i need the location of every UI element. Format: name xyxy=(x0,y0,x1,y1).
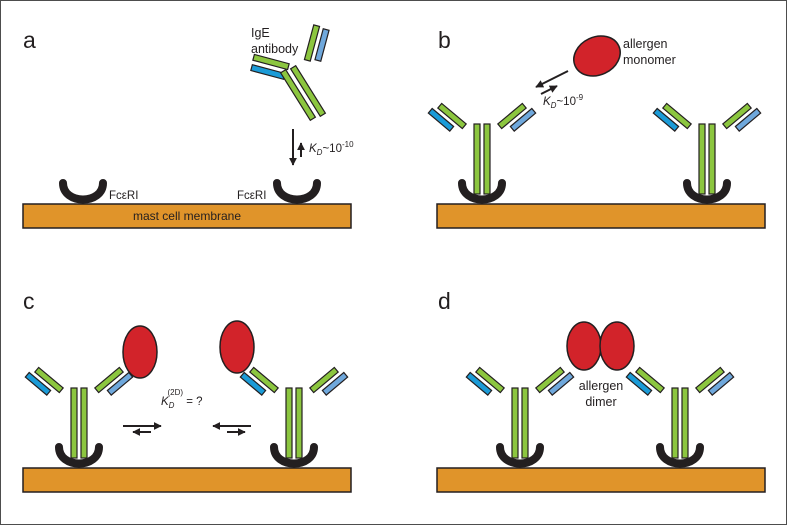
panel-c: c KD(2D) = ? xyxy=(22,288,352,493)
membrane-bar xyxy=(436,203,766,229)
heavy-chain-stem xyxy=(80,387,88,459)
heavy-chain-stem xyxy=(511,387,519,459)
membrane-bar xyxy=(22,467,352,493)
ige-fceri-complex xyxy=(239,366,349,468)
panel-d: d allergen dimer xyxy=(436,288,766,493)
heavy-chain xyxy=(303,24,321,62)
fceri-receptor xyxy=(496,443,544,468)
heavy-chain-stem xyxy=(473,123,481,195)
light-chain-arm xyxy=(106,371,134,396)
kd-c-label: KD(2D) = ? xyxy=(161,388,203,410)
allergen-label-line2: monomer xyxy=(623,53,676,67)
light-chain-arm xyxy=(509,107,537,132)
light-chain xyxy=(314,28,330,62)
heavy-chain-arm xyxy=(496,102,528,130)
allergen-monomer xyxy=(573,35,621,77)
heavy-chain-stem xyxy=(289,64,327,118)
light-chain-arm xyxy=(321,371,349,396)
heavy-chain-arm xyxy=(436,102,468,130)
heavy-chain-stem xyxy=(521,387,529,459)
allergen-monomer xyxy=(219,320,255,374)
fceri-receptor xyxy=(683,179,731,204)
ige-label-line1: IgE xyxy=(251,26,270,40)
bound-complexes xyxy=(24,102,762,468)
heavy-chain-arm xyxy=(33,366,65,394)
allergen-dimer-right xyxy=(599,321,635,371)
panel-b: b allergen monomer KD~10-9 xyxy=(436,27,766,229)
membrane-label: mast cell membrane xyxy=(133,209,241,223)
heavy-chain-stem xyxy=(285,387,293,459)
light-chain-arm xyxy=(24,371,52,396)
heavy-chain-arm xyxy=(474,366,506,394)
panel-d-letter: d xyxy=(438,288,451,314)
ige-fceri-complex xyxy=(652,102,762,204)
light-chain-arm xyxy=(734,107,762,132)
heavy-chain-arm xyxy=(694,366,726,394)
heavy-chain-arm xyxy=(308,366,340,394)
allergen-monomer xyxy=(122,325,158,379)
heavy-chain xyxy=(252,53,290,71)
heavy-chain-stem xyxy=(279,68,317,122)
ige-label-line2: antibody xyxy=(251,42,299,56)
ige-antibody-free: IgE antibody xyxy=(250,24,330,122)
light-chain-arm xyxy=(707,371,735,396)
ige-fceri-complex xyxy=(625,366,735,468)
heavy-chain-stem xyxy=(681,387,689,459)
ige-fceri-complex xyxy=(24,366,134,468)
heavy-chain-arm xyxy=(634,366,666,394)
heavy-chain-arm xyxy=(248,366,280,394)
panel-a-letter: a xyxy=(23,27,36,53)
heavy-chain-stem xyxy=(698,123,706,195)
fceri-receptor xyxy=(55,443,103,468)
dimer-label-line1: allergen xyxy=(579,379,624,393)
fceri-label-right: FcεRI xyxy=(237,190,266,202)
heavy-chain-stem xyxy=(708,123,716,195)
fceri-receptor-left xyxy=(59,179,107,204)
dimer-label-line2: dimer xyxy=(585,395,616,409)
fceri-receptor xyxy=(270,443,318,468)
allergen-label-line1: allergen xyxy=(623,37,668,51)
ige-fceri-complex xyxy=(465,366,575,468)
kd-b-label: KD~10-9 xyxy=(543,93,584,110)
panel-b-letter: b xyxy=(438,27,451,53)
heavy-chain-stem xyxy=(70,387,78,459)
allergen-dimer-left xyxy=(566,321,602,371)
light-chain-arm xyxy=(465,371,493,396)
light-chain-arm xyxy=(239,371,267,396)
heavy-chain-stem xyxy=(671,387,679,459)
fceri-receptor xyxy=(656,443,704,468)
heavy-chain-arm xyxy=(93,366,125,394)
ige-fceri-complex xyxy=(427,102,537,204)
panel-a: a mast cell membrane FcεRI FcεRI IgE ant… xyxy=(22,24,354,229)
membrane-bar xyxy=(436,467,766,493)
light-chain-arm xyxy=(427,107,455,132)
fceri-receptor xyxy=(458,179,506,204)
heavy-chain-arm xyxy=(661,102,693,130)
heavy-chain-arm xyxy=(721,102,753,130)
unbinding-arrow xyxy=(540,85,558,95)
fceri-label-left: FcεRI xyxy=(109,190,138,202)
fceri-receptor-right xyxy=(273,179,321,204)
light-chain-arm xyxy=(547,371,575,396)
kd-a-label: KD~10-10 xyxy=(309,140,354,157)
membrane-bar xyxy=(22,203,352,229)
heavy-chain-stem xyxy=(295,387,303,459)
heavy-chain-stem xyxy=(483,123,491,195)
heavy-chain-arm xyxy=(534,366,566,394)
binding-arrow xyxy=(535,70,569,88)
panel-c-letter: c xyxy=(23,288,35,314)
light-chain-arm xyxy=(652,107,680,132)
light-chain-arm xyxy=(625,371,653,396)
